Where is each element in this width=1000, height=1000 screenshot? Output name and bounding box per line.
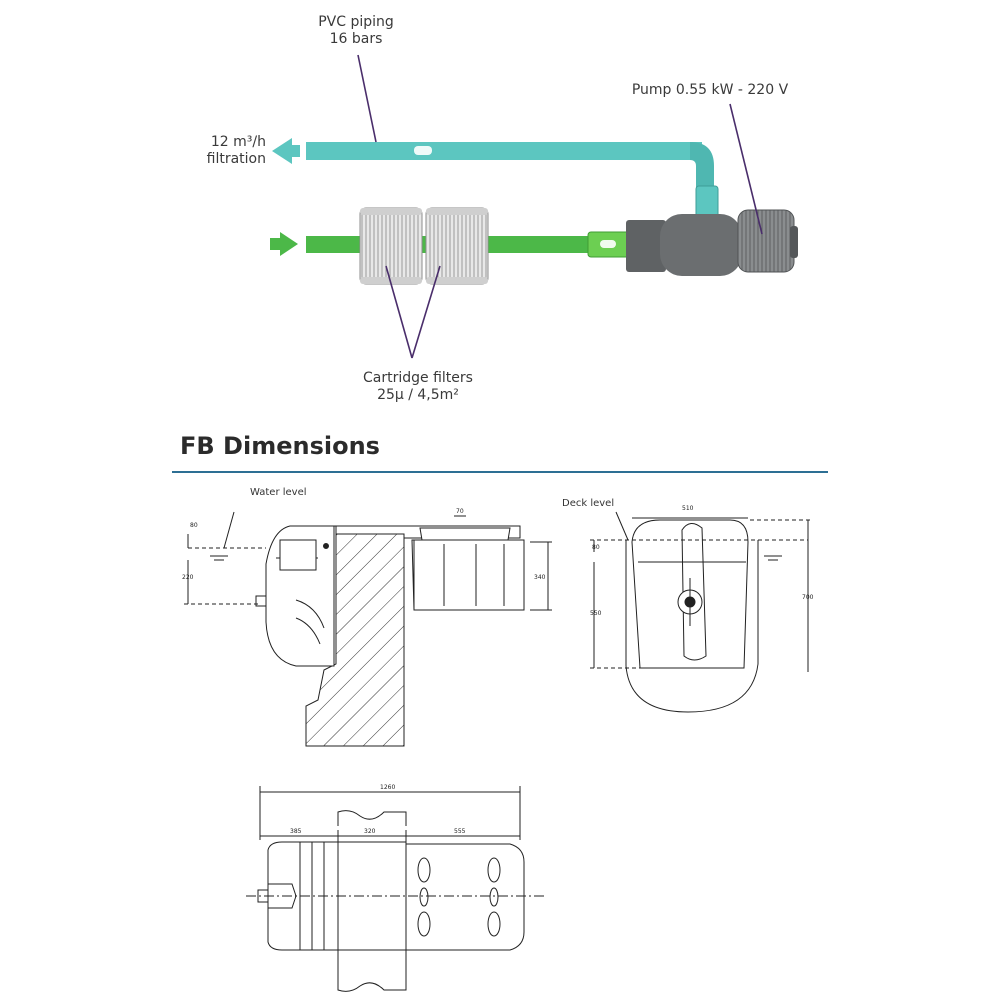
inflow-arrow-icon (280, 232, 298, 256)
front-dim-700: 700 (802, 594, 814, 601)
outflow-label-line1: 12 m³/h (210, 134, 266, 150)
front-dim-510: 510 (682, 505, 694, 512)
piping-label-line2: 16 bars (329, 31, 383, 47)
filters-label-line1: Cartridge filters (363, 370, 473, 386)
top-dim-total: 1260 (380, 784, 396, 791)
side-view (184, 511, 552, 747)
cartridge-filter-2 (425, 207, 489, 285)
filters-label-line2: 25µ / 4,5m² (377, 387, 459, 403)
top-view (246, 786, 546, 992)
piping-label: PVC piping 16 bars (306, 14, 406, 48)
cartridge-filter-1 (359, 207, 423, 285)
top-dim-555: 555 (454, 828, 466, 835)
section-title: FB Dimensions (180, 432, 380, 460)
water-level-label: Water level (250, 487, 307, 498)
front-dim-80: 80 (592, 544, 600, 551)
top-dim-320: 320 (364, 828, 376, 835)
outflow-arrow-icon (272, 138, 292, 164)
section-divider (172, 471, 828, 473)
side-dim-340: 340 (534, 574, 546, 581)
side-dim-220: 220 (182, 574, 194, 581)
flow-direction-icon (414, 146, 432, 155)
filters-label: Cartridge filters 25µ / 4,5m² (350, 370, 486, 404)
pump (626, 209, 798, 276)
pump-label: Pump 0.55 kW - 220 V (631, 82, 789, 98)
piping-label-line1: PVC piping (318, 14, 394, 30)
top-dim-385: 385 (290, 828, 302, 835)
outflow-label-line2: filtration (206, 151, 266, 167)
leader-lines (357, 54, 763, 359)
front-view (590, 511, 812, 713)
deck-level-label: Deck level (562, 498, 615, 509)
front-dim-550: 550 (590, 610, 602, 617)
side-dim-80: 80 (190, 522, 198, 529)
side-dim-70: 70 (456, 508, 464, 515)
outflow-label: 12 m³/h filtration (180, 134, 266, 168)
return-pipe (272, 138, 719, 223)
